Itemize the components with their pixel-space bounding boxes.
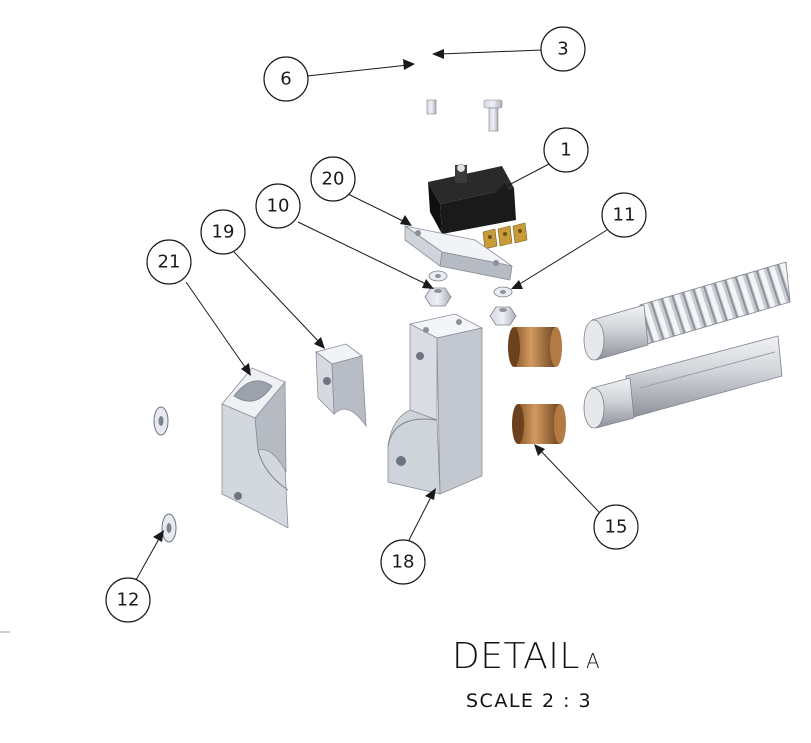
washer-11 <box>493 286 513 298</box>
washer-12-lower <box>161 513 177 543</box>
balloon-11-label: 11 <box>613 205 636 226</box>
end-block <box>387 313 484 495</box>
bushing-upper <box>508 327 562 367</box>
balloon-19: 19 <box>200 209 246 255</box>
lead-screw <box>583 261 791 361</box>
balloon-12-label: 12 <box>117 590 140 611</box>
washer-10 <box>428 270 448 282</box>
screw-right <box>483 99 503 132</box>
nut-11 <box>489 306 517 326</box>
detail-letter: A <box>585 649 601 673</box>
balloon-15: 15 <box>593 504 639 550</box>
washer-12-upper <box>153 406 169 436</box>
balloon-18-label: 18 <box>392 552 415 573</box>
smooth-rod <box>583 335 783 429</box>
bushing-lower <box>512 404 566 444</box>
balloon-21: 21 <box>146 239 192 285</box>
balloon-10-label: 10 <box>267 196 290 217</box>
balloon-3: 3 <box>540 26 586 72</box>
balloon-1: 1 <box>543 127 589 173</box>
balloon-15-label: 15 <box>605 517 628 538</box>
bracket <box>221 367 289 529</box>
balloon-21-label: 21 <box>158 252 181 273</box>
balloon-19-label: 19 <box>212 222 235 243</box>
balloon-10: 10 <box>255 183 301 229</box>
switch-terminals <box>482 222 528 250</box>
balloon-6-label: 6 <box>280 69 291 90</box>
detail-scale: SCALE 2 : 3 <box>466 690 593 712</box>
balloon-6: 6 <box>263 56 309 102</box>
leader-lines <box>135 49 608 581</box>
detail-title-text: DETAIL <box>452 636 580 677</box>
nut-10 <box>424 287 452 307</box>
balloon-20-label: 20 <box>322 169 345 190</box>
micro-switch <box>428 163 528 250</box>
switch-plate <box>404 225 513 281</box>
balloon-11: 11 <box>601 192 647 238</box>
balloon-20: 20 <box>310 156 356 202</box>
screw-left <box>426 99 437 115</box>
balloon-12: 12 <box>105 577 151 623</box>
balloon-1-label: 1 <box>560 140 571 161</box>
balloon-18: 18 <box>380 539 426 585</box>
balloon-3-label: 3 <box>557 39 568 60</box>
clamp-block <box>315 343 367 428</box>
